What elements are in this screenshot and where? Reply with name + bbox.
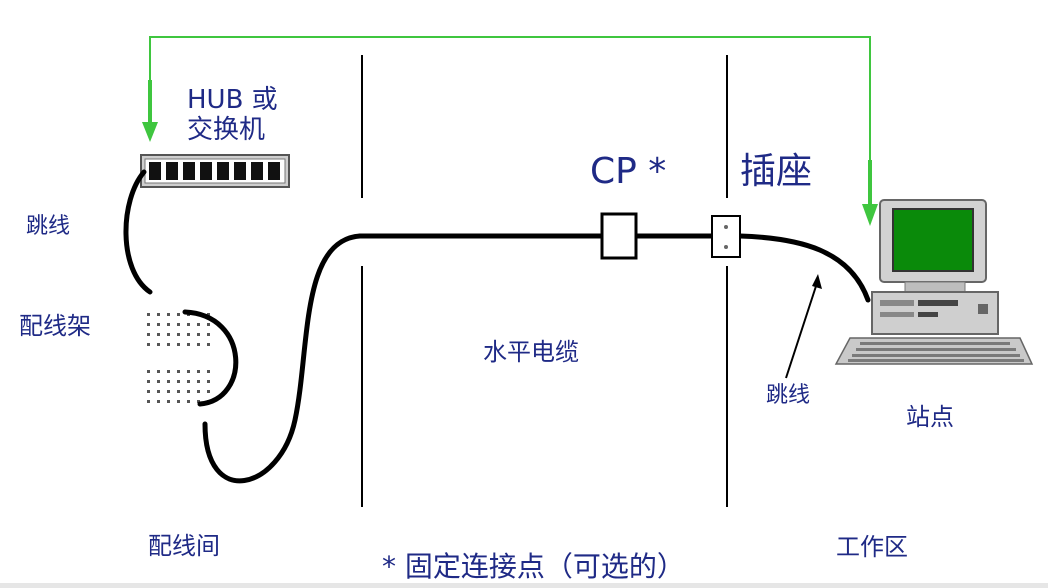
cables (123, 169, 871, 484)
horizontal-cable-lower (202, 233, 363, 484)
monitor-screen (892, 208, 974, 272)
patch-cord-left-cable (123, 169, 153, 295)
signal-path (142, 36, 878, 226)
patch-loop-cable (182, 309, 239, 407)
workstation-computer-icon (834, 199, 1034, 365)
patch-panel-label: 配线架 (19, 312, 91, 340)
consolidation-point-box (600, 212, 638, 260)
workstation-label: 站点 (906, 403, 954, 431)
bottom-rule (0, 583, 1048, 588)
hub-switch-icon (140, 154, 290, 188)
patch-cord-right-cable (737, 233, 871, 303)
hub-label: HUB 或 (187, 85, 278, 115)
pointer-arrow-icon (785, 274, 822, 379)
arrow-down-icon (142, 122, 158, 142)
horizontal-cable-label: 水平电缆 (483, 338, 579, 366)
work-area-label: 工作区 (836, 533, 908, 561)
outlet-icon (711, 215, 741, 258)
patch-cord-left-label: 跳线 (26, 214, 71, 239)
outlet-label: 插座 (740, 151, 813, 192)
cp-label: CP * (590, 151, 667, 192)
footnote: * 固定连接点（可选的） (382, 550, 685, 583)
switch-label: 交换机 (187, 115, 266, 145)
arrow-down-icon (862, 204, 878, 226)
patch-cord-right-label: 跳线 (766, 383, 811, 408)
patch-panel-icon (147, 313, 210, 403)
wiring-closet-label: 配线间 (148, 532, 220, 560)
